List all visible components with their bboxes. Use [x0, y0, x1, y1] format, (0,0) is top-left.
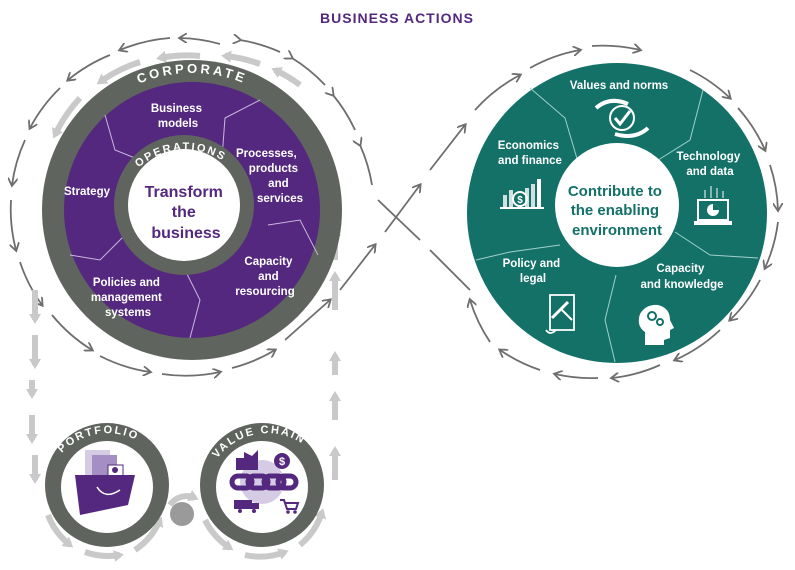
- left-circle-transform: CORPORATE OPERATIONS Transform the busin…: [42, 60, 342, 360]
- segment-economics-finance[interactable]: Economics and finance: [498, 140, 563, 167]
- crossing-arrows: [284, 46, 778, 379]
- value-chain-circle[interactable]: VALUE CHAIN $: [200, 423, 324, 547]
- right-circle-enabling-environment: Contribute to the enabling environment V…: [467, 63, 767, 363]
- svg-text:$: $: [517, 195, 523, 206]
- segment-dividers-teal: [475, 87, 759, 363]
- segment-capacity-resourcing[interactable]: Capacity and resourcing: [235, 256, 295, 298]
- connector-dot: [170, 502, 194, 526]
- center-disc: [128, 149, 240, 261]
- segment-capacity-knowledge[interactable]: Capacity and knowledge: [640, 263, 723, 291]
- bar-chart-dollar-icon: $: [500, 179, 544, 209]
- svg-text:$: $: [279, 456, 285, 468]
- segment-policies-management-systems[interactable]: Policies and management systems: [91, 277, 165, 319]
- segment-processes-products-services[interactable]: Processes, products and services: [236, 148, 303, 205]
- segment-business-models[interactable]: Business models: [151, 103, 205, 130]
- left-loop-arrows: [11, 38, 373, 376]
- teal-center-disc: [555, 143, 679, 267]
- enabling-center-text: Contribute to the enabling environment: [568, 183, 666, 239]
- folder-documents-icon: [75, 450, 135, 515]
- hands-globe-check-icon: [594, 98, 650, 138]
- chain-factory-truck-cart-icon: $: [229, 450, 300, 514]
- diagram-title: BUSINESS ACTIONS: [320, 10, 474, 26]
- segment-technology-data[interactable]: Technology and data: [677, 151, 744, 178]
- transform-center-text: Transform the business: [145, 184, 228, 242]
- laptop-chart-icon: [694, 186, 732, 225]
- head-gears-icon: [638, 304, 674, 345]
- segment-policy-legal[interactable]: Policy and legal: [503, 258, 564, 285]
- scroll-gavel-icon: [545, 294, 575, 334]
- portfolio-circle[interactable]: PORTFOLIO: [45, 423, 169, 547]
- segment-strategy[interactable]: Strategy: [64, 186, 111, 198]
- segment-values-norms[interactable]: Values and norms: [570, 80, 668, 92]
